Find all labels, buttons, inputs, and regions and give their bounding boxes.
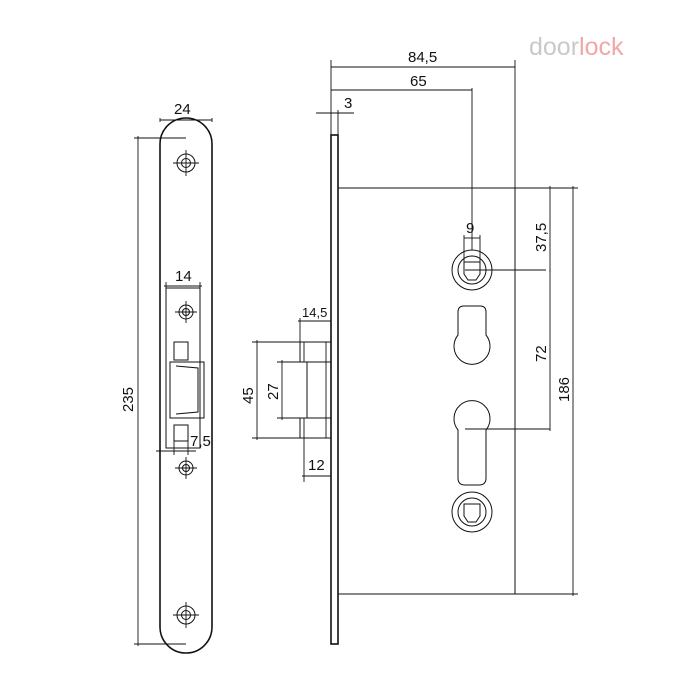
dim-backset-total: 84,5 — [330, 49, 516, 188]
forend-plate — [330, 134, 339, 645]
dim-label-45: 45 — [240, 387, 257, 404]
dim-label-27: 27 — [265, 383, 282, 400]
lock-body — [330, 134, 516, 645]
spindle-square — [463, 261, 481, 281]
dim-strike-width: 14 — [164, 268, 202, 288]
dim-label-3: 3 — [344, 95, 352, 112]
dim-bolt-projection: 12 — [302, 438, 331, 482]
dim-spindle: 9 — [463, 220, 481, 262]
latch-bolt-assembly — [299, 341, 332, 439]
dim-label-14: 14 — [175, 268, 192, 285]
cylinder-hole-lower — [453, 400, 550, 486]
screw-hole-bottom — [173, 602, 199, 628]
dim-label-37-5: 37,5 — [533, 223, 550, 252]
dim-label-7-5: 7,5 — [190, 433, 211, 450]
screw-hole-top — [173, 150, 199, 176]
strike-plate — [159, 117, 213, 654]
dim-strike-offset: 7,5 — [156, 433, 211, 455]
dim-backset: 65 — [331, 73, 473, 250]
dim-top-offset: 37,5 — [515, 186, 556, 272]
cylinder-hole-upper — [453, 305, 491, 365]
latch-lower — [299, 417, 332, 439]
dim-label-12: 12 — [308, 457, 325, 474]
strike-window — [165, 287, 205, 449]
brand-part-door: door — [529, 33, 580, 61]
screw-hole-lower — [175, 457, 197, 479]
dim-latch-height: 45 — [240, 340, 300, 440]
dim-faceplate-width: 24 — [159, 101, 213, 122]
dim-label-72: 72 — [533, 345, 550, 362]
dim-label-65: 65 — [410, 73, 427, 90]
faceplate-outline — [159, 117, 213, 654]
bottom-hub — [451, 491, 493, 533]
dim-faceplate-height: 235 — [120, 136, 186, 646]
dim-label-84-5: 84,5 — [408, 49, 437, 66]
dim-latch-inner: 27 — [265, 360, 307, 420]
dim-center-distance: 72 — [533, 270, 551, 431]
dim-label-14-5: 14,5 — [302, 305, 327, 320]
dim-plate-thickness: 3 — [316, 95, 354, 135]
latch-middle — [306, 361, 332, 419]
dim-label-235: 235 — [120, 387, 137, 412]
screw-hole-upper — [175, 301, 197, 323]
dim-label-9: 9 — [466, 220, 474, 237]
dim-label-186: 186 — [556, 377, 573, 402]
brand-logo: doorlock — [529, 33, 624, 62]
follower-hub — [451, 249, 546, 291]
dim-latch-projection: 14,5 — [298, 305, 331, 342]
dim-case-height: 186 — [515, 186, 578, 596]
brand-part-lock: lock — [579, 33, 624, 61]
lock-case — [337, 187, 516, 595]
dim-label-24: 24 — [174, 101, 191, 118]
